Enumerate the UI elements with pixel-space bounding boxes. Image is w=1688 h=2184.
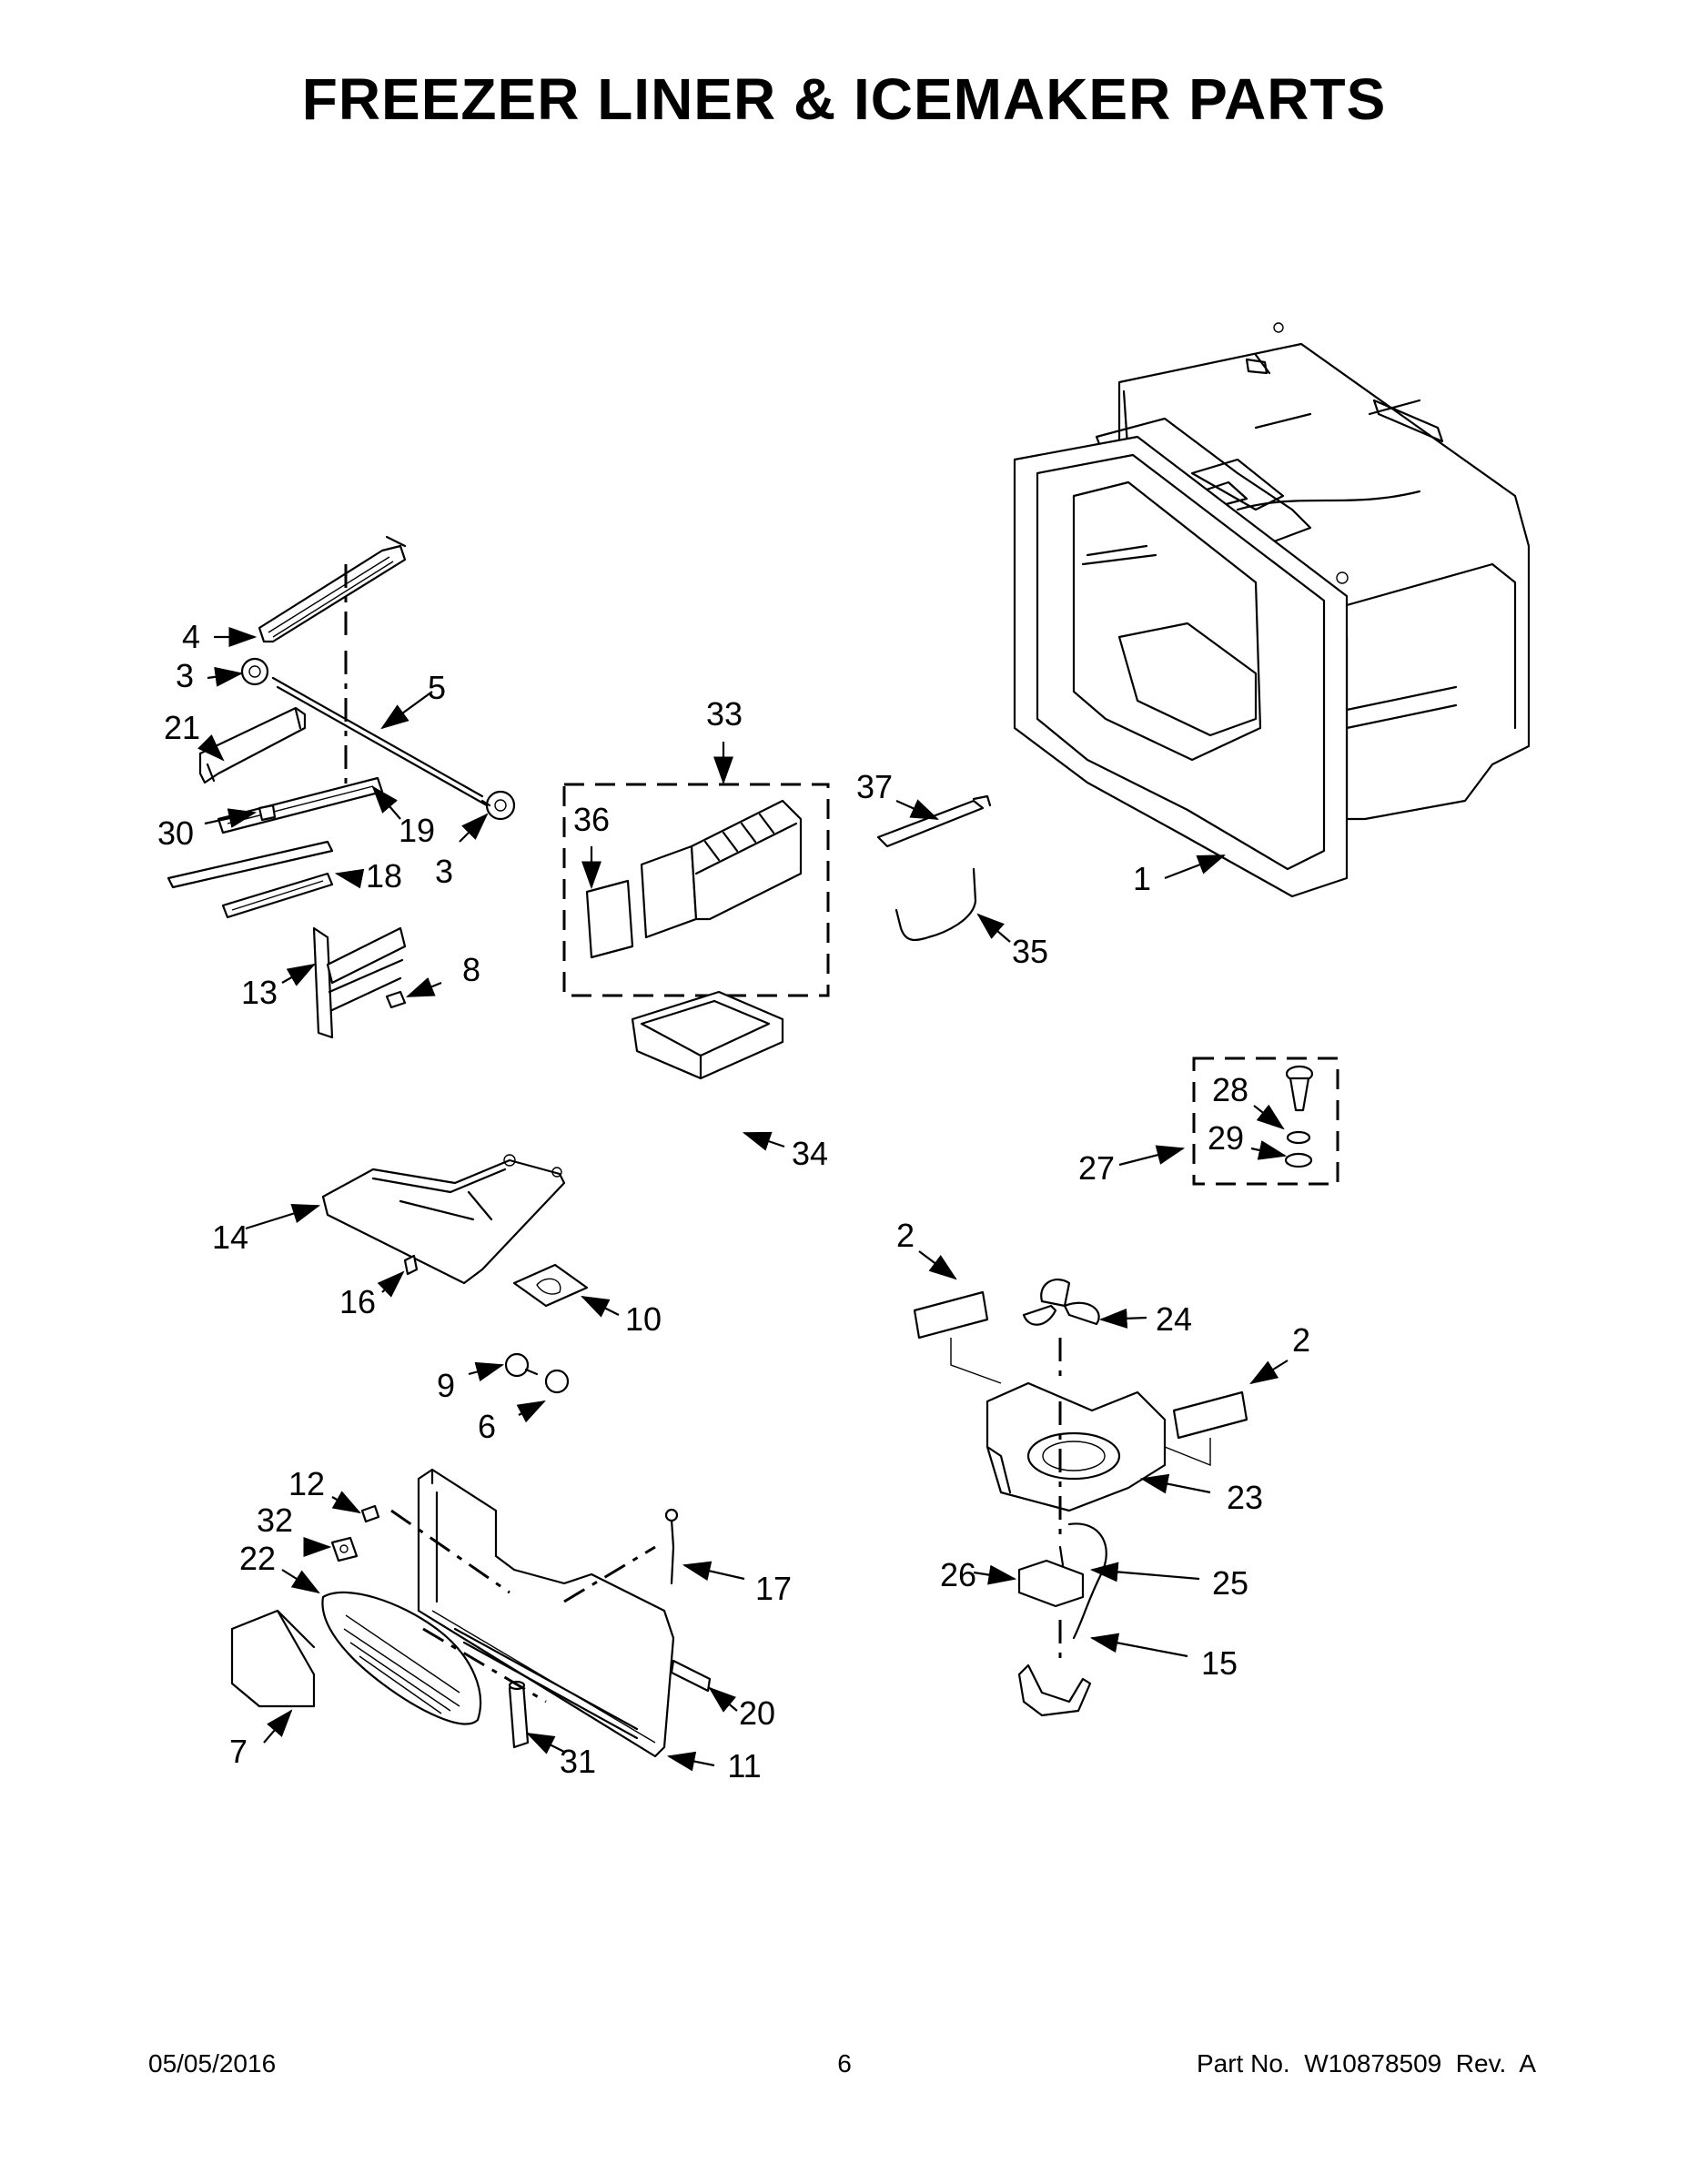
callout-30: 30	[157, 814, 194, 852]
callout-labels: 1 2 2 3 3 4 5 6 7 8 9 10 11 12 13 14 15 …	[157, 618, 1310, 1785]
part-21-slide-bracket	[198, 706, 307, 784]
callout-10: 10	[625, 1300, 662, 1338]
callout-16: 16	[339, 1283, 376, 1320]
cover-axis-lines	[390, 1509, 656, 1704]
callout-26: 26	[940, 1556, 976, 1593]
callout-33: 33	[706, 695, 743, 733]
part-33-icemaker	[640, 799, 803, 939]
page-title: FREEZER LINER & ICEMAKER PARTS	[301, 66, 1387, 132]
footer-date: 05/05/2016	[148, 2049, 277, 2078]
part-28-valve	[1285, 1065, 1314, 1112]
footer-part-number: Part No. W10878509 Rev. A	[1196, 2049, 1536, 2078]
part-36-icemaker-cover	[585, 879, 634, 959]
callout-31: 31	[560, 1743, 596, 1780]
callout-32: 32	[257, 1502, 293, 1539]
part-24-fan-blade	[1022, 1278, 1100, 1326]
fan-foam-leaders	[950, 1338, 1211, 1467]
callout-36: 36	[573, 801, 610, 838]
callout-9: 9	[437, 1367, 455, 1404]
callout-37: 37	[856, 768, 893, 805]
callout-28: 28	[1212, 1071, 1248, 1108]
valve-kit-box	[1192, 1057, 1339, 1186]
part-15-motor-bracket	[1017, 1663, 1092, 1717]
part-12-screw	[360, 1504, 380, 1523]
part-34-ice-bin	[631, 990, 784, 1080]
part-16-clip	[403, 1254, 419, 1276]
part-4-rail-cover	[258, 535, 407, 643]
icemaker-assembly-box	[562, 783, 830, 997]
callout-29: 29	[1208, 1119, 1244, 1157]
part-13-bracket	[312, 926, 407, 1039]
callout-6: 6	[478, 1408, 496, 1445]
part-23-fan-shroud	[986, 1381, 1167, 1512]
part-7-damper-housing	[230, 1609, 316, 1708]
callout-7: 7	[229, 1733, 248, 1770]
callout-35: 35	[1012, 933, 1048, 970]
callout-3-upper: 3	[176, 657, 194, 694]
part-35-wire	[895, 867, 977, 942]
part-3-gear-lower	[480, 790, 516, 821]
part-29-washer	[1284, 1130, 1313, 1168]
part-8-screw	[385, 990, 407, 1009]
part-10-gasket	[512, 1263, 589, 1308]
part-17-defrost-thermostat	[664, 1508, 679, 1585]
callout-18: 18	[366, 857, 402, 895]
footer-page-number: 6	[837, 2049, 852, 2078]
callout-27: 27	[1078, 1149, 1115, 1187]
callout-4: 4	[182, 618, 200, 655]
part-3-gear-upper	[240, 657, 269, 686]
callout-12: 12	[288, 1465, 325, 1502]
callout-17: 17	[755, 1570, 792, 1607]
callout-2-left: 2	[896, 1217, 915, 1254]
part-32-bracket	[330, 1536, 359, 1562]
part-31-thermistor	[508, 1680, 530, 1749]
callout-19: 19	[399, 812, 435, 849]
leader-arrows	[197, 627, 1289, 1772]
part-30-screw	[258, 804, 277, 822]
part-2-foam-block-left	[913, 1290, 989, 1340]
part-5-shaft	[271, 676, 489, 807]
callout-22: 22	[239, 1540, 276, 1577]
part-22-air-grille	[321, 1591, 482, 1725]
part-1-freezer-liner	[1013, 322, 1531, 898]
callout-5: 5	[428, 669, 446, 706]
part-37-wire-harness	[876, 794, 992, 848]
callout-1: 1	[1133, 860, 1151, 897]
callout-2-right: 2	[1292, 1321, 1310, 1359]
callout-15: 15	[1201, 1644, 1238, 1682]
callout-34: 34	[792, 1135, 828, 1172]
part-9-lamp	[504, 1352, 539, 1378]
callout-3-lower: 3	[435, 853, 453, 890]
part-26-fan-motor	[1017, 1545, 1085, 1608]
callout-24: 24	[1156, 1300, 1192, 1338]
callout-21: 21	[164, 709, 200, 746]
part-14-ice-chute	[321, 1154, 566, 1285]
callout-25: 25	[1212, 1564, 1248, 1602]
part-2-foam-block-right	[1172, 1390, 1248, 1440]
part-19-slide-rail	[217, 776, 384, 834]
callout-11: 11	[727, 1747, 761, 1785]
part-6-lamp-socket	[544, 1369, 570, 1394]
callout-13: 13	[241, 974, 278, 1011]
callout-23: 23	[1227, 1479, 1263, 1516]
callout-8: 8	[462, 951, 480, 988]
part-11-evaporator-cover	[417, 1468, 675, 1758]
part-20-drain-tube	[670, 1659, 712, 1693]
part-18-slide-rail-lower	[167, 840, 334, 919]
callout-14: 14	[212, 1218, 248, 1256]
callout-20: 20	[739, 1694, 775, 1732]
